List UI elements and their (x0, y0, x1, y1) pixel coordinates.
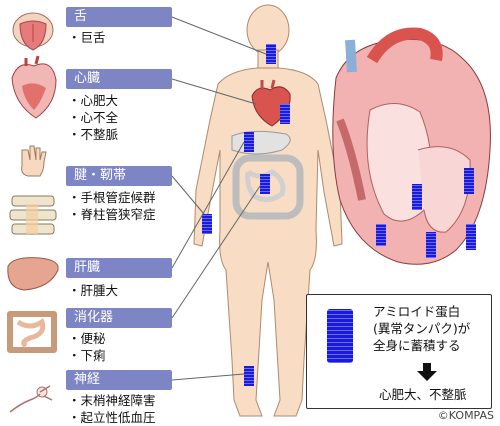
legend-box: アミロイド蛋白 (異常タンパク)が 全身に蓄積する 心肥大、不整脈 (306, 294, 492, 409)
amyloid-deposit-wrist (202, 214, 212, 234)
list-item: ・肝腫大 (68, 283, 119, 298)
organ-label-digestive: 消化器 (66, 308, 172, 328)
amyloid-deposit-heart-section-3 (466, 224, 476, 250)
list-item: ・便秘 (68, 331, 106, 346)
organ-label-liver: 肝臓 (66, 258, 172, 278)
amyloid-deposit-heart-section-4 (426, 232, 436, 258)
list-item: ・手根管症候群 (68, 190, 156, 205)
organ-items-tendon: ・手根管症候群 ・脊柱管狭窄症 (68, 189, 156, 223)
spine-icon (9, 195, 57, 235)
heart-icon (11, 55, 57, 119)
down-arrow-icon (417, 363, 437, 381)
connector-lines (171, 16, 267, 381)
hand-icon (21, 145, 47, 177)
list-item: ・巨舌 (68, 30, 106, 45)
intestine-icon (7, 311, 57, 353)
amyloid-deposit-heart-section-1 (464, 168, 474, 194)
list-item: ・下痢 (68, 348, 106, 363)
amyloid-legend-icon (327, 309, 353, 363)
organ-items-tongue: ・巨舌 (68, 29, 106, 46)
organ-label-nerve: 神経 (66, 370, 172, 390)
nerve-icon (9, 385, 53, 413)
amyloid-deposit-leg (244, 366, 254, 386)
amyloid-deposit-heart-section-5 (376, 224, 386, 246)
amyloid-deposit-tongue (266, 44, 276, 64)
amyloid-deposit-intestine (260, 174, 270, 194)
legend-description: アミロイド蛋白 (異常タンパク)が 全身に蓄積する (373, 304, 471, 353)
organ-items-nerve: ・末梢神経障害 ・起立性低血圧 (68, 392, 156, 426)
organ-items-liver: ・肝腫大 (68, 282, 118, 299)
list-item: ・起立性低血圧 (68, 410, 156, 425)
list-item: ・脊柱管狭窄症 (68, 207, 156, 222)
organ-items-digestive: ・便秘 ・下痢 (68, 330, 106, 364)
amyloid-deposit-heart (280, 104, 290, 124)
copyright: ©KOMPAS (437, 409, 494, 422)
legend-result: 心肥大、不整脈 (379, 387, 467, 402)
list-item: ・心不全 (68, 110, 119, 125)
organ-label-tongue: 舌 (66, 7, 172, 27)
body-liver (231, 130, 291, 155)
organ-label-heart: 心臓 (66, 69, 172, 89)
list-item: ・不整脈 (68, 127, 119, 142)
liver-icon (7, 257, 59, 291)
amyloid-deposit-liver (244, 132, 254, 152)
list-item: ・末梢神経障害 (68, 393, 156, 408)
tongue-icon (12, 12, 54, 51)
amyloid-deposit-heart-section-2 (412, 184, 422, 210)
organ-items-heart: ・心肥大 ・心不全 ・不整脈 (68, 92, 118, 143)
human-body (193, 4, 343, 417)
organ-label-tendon: 腱・靭帯 (66, 166, 172, 186)
list-item: ・心肥大 (68, 93, 119, 108)
